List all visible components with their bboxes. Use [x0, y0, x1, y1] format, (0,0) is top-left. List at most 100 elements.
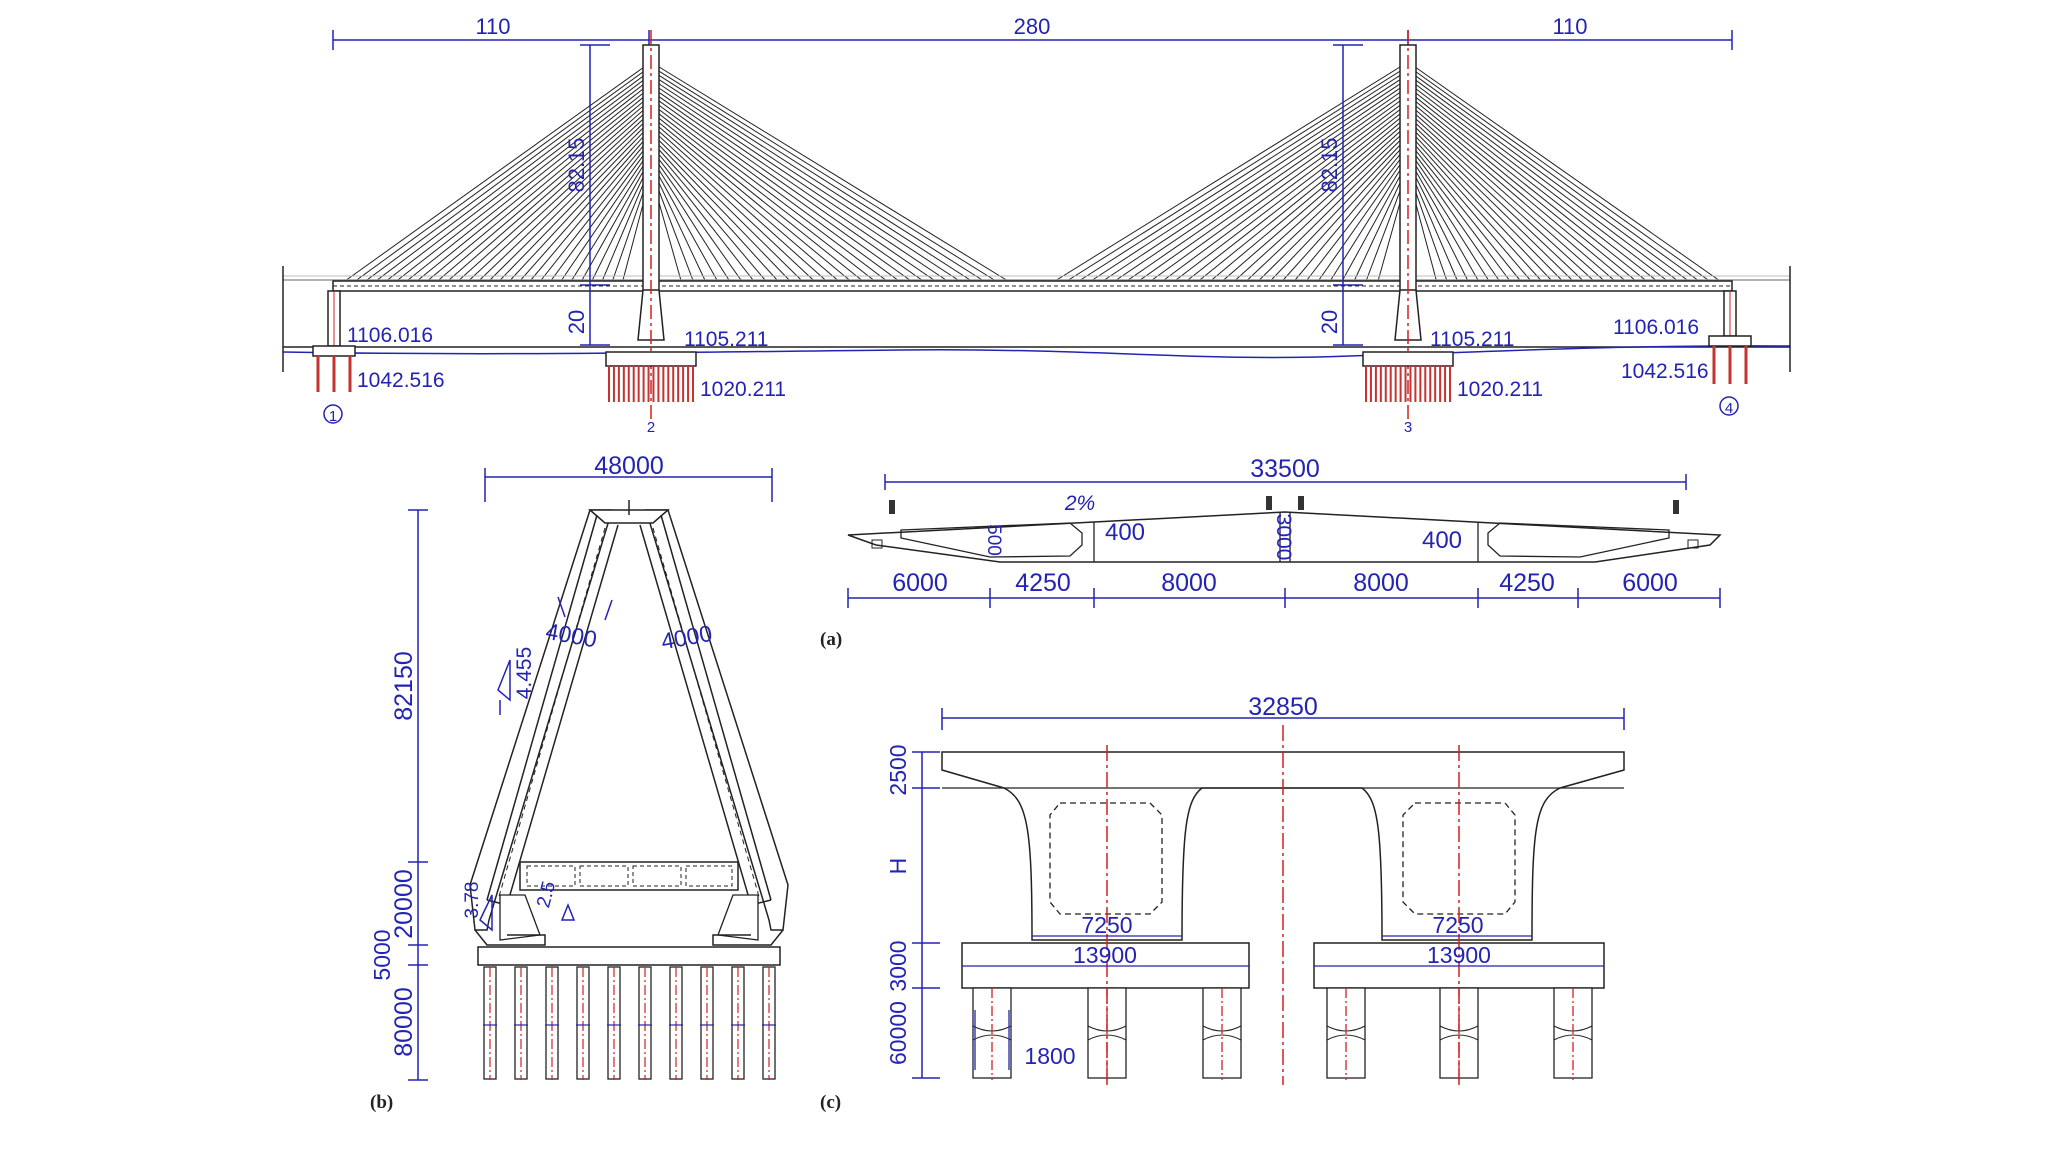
section-c-pile-diameter: 1800	[1024, 1043, 1075, 1069]
section-c-top-width: 32850	[1248, 693, 1318, 721]
figure-label-c: (c)	[820, 1092, 841, 1113]
section-c-column-left: 7250	[1081, 912, 1132, 938]
elev-abut-right-bottom: 1042.516	[1621, 360, 1709, 383]
span-left-label: 110	[475, 14, 510, 39]
elev-tower-left-cap: 1020.211	[700, 378, 786, 401]
stay-cable	[581, 157, 652, 282]
stay-cable	[375, 74, 652, 282]
section-b-top-width: 48000	[594, 452, 664, 480]
stay-cable	[457, 107, 652, 282]
stay-cable	[365, 69, 652, 282]
pier-void-right	[1402, 802, 1516, 915]
section-c-footing-left: 13900	[1073, 942, 1137, 968]
stay-cable	[1407, 69, 1700, 282]
stay-cable	[1150, 94, 1409, 282]
section-a-seg-3: 8000	[1161, 569, 1217, 597]
tower-height-dim-left: 82.15 20	[564, 44, 610, 346]
stay-cable	[1269, 136, 1409, 282]
stay-cable	[1407, 94, 1637, 282]
stay-cable	[1407, 136, 1532, 282]
bridge-elevation: 110 280 110	[282, 14, 1791, 436]
stay-cable	[1407, 148, 1500, 282]
stay-cable	[1407, 140, 1521, 282]
stay-cable	[1407, 103, 1616, 282]
tower-right	[1362, 30, 1454, 420]
tower-right-cap	[1362, 351, 1454, 367]
stay-cable	[1407, 132, 1542, 282]
elev-tower-right-cap: 1020.211	[1457, 378, 1543, 401]
tower-cross-elevation: 48000 4000 4000 4.455 3.	[369, 452, 789, 1113]
stay-cable	[1407, 153, 1490, 282]
section-a-depth: 3000	[1272, 514, 1295, 561]
section-c-column-right: 7250	[1432, 912, 1483, 938]
figure-label-a: (a)	[820, 629, 842, 650]
girder-outline	[847, 511, 1722, 563]
stay-cable	[1210, 115, 1409, 282]
stay-cable	[650, 69, 985, 282]
stay-cable	[1114, 82, 1409, 282]
stay-cable	[354, 65, 652, 282]
stay-cable	[498, 123, 652, 282]
elev-abut-left-top: 1106.016	[347, 324, 433, 347]
stay-cable	[406, 86, 652, 282]
stay-cable	[385, 78, 652, 282]
section-a-web: 500	[983, 524, 1004, 556]
section-a-slope: 2%	[1064, 492, 1095, 515]
pier-mark-left	[323, 404, 343, 424]
stay-cable	[426, 94, 652, 282]
stay-cable	[1102, 78, 1409, 282]
stay-cable	[650, 140, 779, 282]
elev-tower-left-base: 1105.211	[684, 328, 768, 351]
stay-cable	[1407, 65, 1710, 282]
section-b-base-slope-left: 3.78	[462, 882, 483, 919]
stay-cable	[560, 148, 652, 282]
section-a-inner-right: 400	[1422, 527, 1462, 554]
girder-cell-right	[1487, 522, 1670, 558]
stay-cable	[1407, 119, 1574, 282]
tower-left	[605, 30, 697, 420]
stay-cable	[650, 148, 755, 282]
stay-cable	[1090, 74, 1409, 282]
pier-mark-tower-right: 3	[1404, 419, 1412, 436]
stay-cable	[650, 94, 912, 282]
stay-cable	[650, 161, 718, 282]
stay-cable	[650, 103, 888, 282]
tower-pile-cap	[477, 946, 781, 966]
section-a-total-width: 33500	[1250, 455, 1320, 483]
section-c-cap-height: 2500	[885, 744, 911, 795]
section-c-pier-height: H	[885, 858, 911, 875]
stay-cable	[650, 136, 791, 282]
stay-cable	[650, 78, 960, 282]
stay-cable	[396, 82, 652, 282]
stay-cable	[650, 115, 851, 282]
stay-cable	[550, 144, 652, 282]
abutment-right: 4	[1708, 290, 1752, 417]
girder-cell-left	[900, 522, 1083, 558]
tower-crossbeam	[519, 861, 739, 891]
tower-height-dim-right: 82.15 20	[1317, 44, 1363, 346]
stay-cable	[650, 61, 1009, 282]
section-a-inner-left: 400	[1105, 519, 1145, 546]
stay-cable	[1186, 107, 1409, 282]
stay-cable	[1054, 61, 1409, 282]
stay-cable	[650, 74, 972, 282]
stay-cable	[1234, 123, 1409, 282]
stay-cable	[650, 107, 876, 282]
pier-piles	[972, 987, 1593, 1080]
stay-cable	[650, 157, 730, 282]
section-a-seg-1: 6000	[892, 569, 948, 597]
elev-abut-right-top: 1106.016	[1613, 316, 1699, 339]
stay-cable	[488, 119, 652, 282]
bridge-deck	[332, 280, 1733, 292]
abutment-left: 1	[312, 290, 356, 425]
stay-cable	[519, 132, 652, 282]
stay-cable	[1407, 61, 1721, 282]
stay-cable	[1281, 140, 1409, 282]
stay-cable	[1138, 90, 1409, 282]
stay-cable	[1162, 98, 1409, 282]
stay-cable	[1407, 128, 1553, 282]
section-a-seg-5: 4250	[1499, 569, 1555, 597]
pier-cross-section: 32850 7250 7250 13900 13900 1800	[820, 693, 1625, 1113]
elev-abut-left-bottom: 1042.516	[357, 369, 445, 392]
